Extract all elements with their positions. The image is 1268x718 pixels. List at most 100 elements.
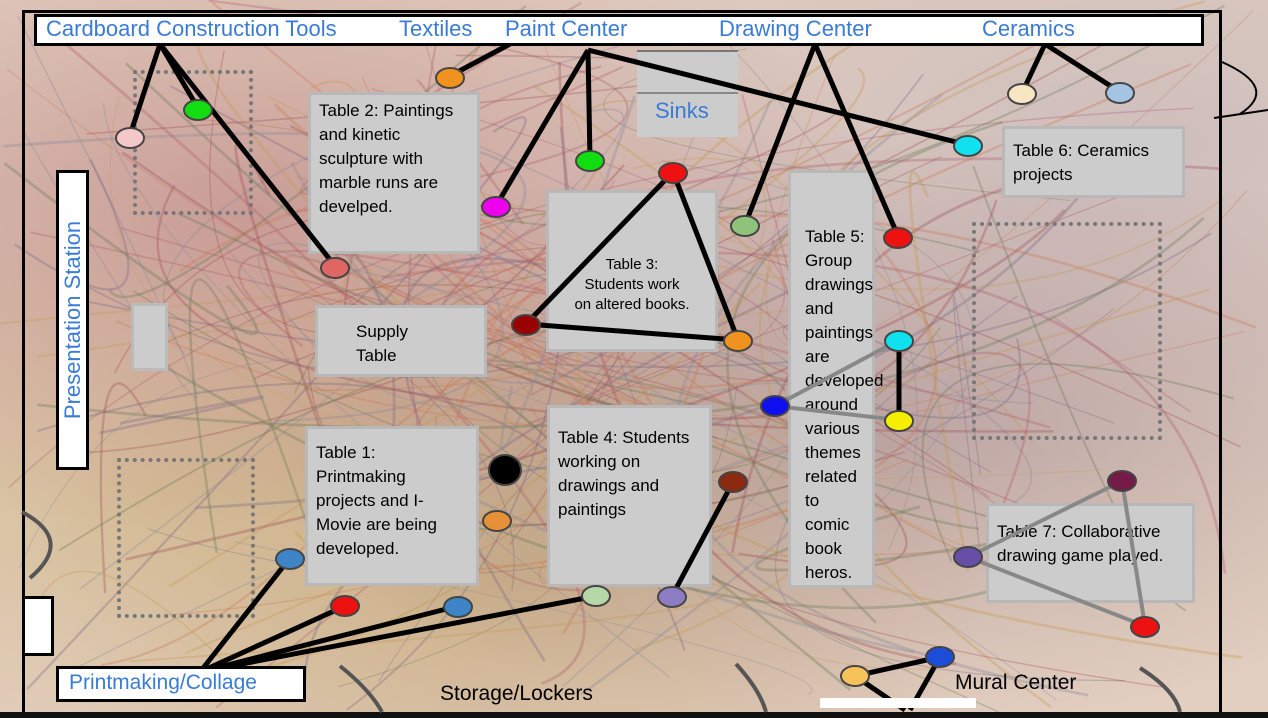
connector-line bbox=[525, 321, 739, 343]
station-marker bbox=[435, 67, 465, 89]
scribble-stroke bbox=[6, 68, 1248, 420]
door-arc bbox=[1221, 61, 1258, 115]
label-drawing: Drawing Center bbox=[719, 16, 872, 41]
station-marker bbox=[884, 330, 914, 352]
dotted-area-printmaking bbox=[117, 458, 255, 618]
station-marker bbox=[718, 471, 748, 493]
station-marker bbox=[183, 99, 213, 121]
sinks-divider bbox=[637, 92, 738, 94]
connector-line bbox=[967, 555, 1146, 628]
scribble-stroke bbox=[237, 249, 1051, 429]
station-marker bbox=[760, 395, 790, 417]
station-marker bbox=[840, 665, 870, 687]
connector-line bbox=[1043, 41, 1122, 95]
table-3-line3: on altered books. bbox=[574, 296, 690, 313]
label-storage: Storage/Lockers bbox=[440, 682, 593, 705]
station-marker bbox=[730, 215, 760, 237]
label-printmaking: Printmaking/Collage bbox=[69, 671, 257, 694]
station-marker bbox=[658, 162, 688, 184]
centers-banner bbox=[34, 14, 1204, 46]
scribble-stroke bbox=[8, 107, 1194, 488]
table-4-text: Table 4: Students working on drawings an… bbox=[558, 428, 690, 519]
connector-line bbox=[585, 49, 593, 161]
station-marker bbox=[575, 150, 605, 172]
station-marker bbox=[481, 196, 511, 218]
scribble-stroke bbox=[102, 103, 671, 678]
station-marker bbox=[488, 454, 522, 486]
label-ceramics: Ceramics bbox=[982, 16, 1075, 41]
station-marker bbox=[884, 410, 914, 432]
scribble-stroke bbox=[3, 132, 527, 311]
scribble-stroke bbox=[60, 232, 1212, 368]
table-3-title: Table 3: bbox=[605, 256, 659, 273]
station-marker bbox=[1130, 616, 1160, 638]
scribble-stroke bbox=[1051, 315, 1191, 413]
connector-line bbox=[198, 603, 347, 675]
dotted-area-right bbox=[972, 222, 1162, 440]
scribble-stroke bbox=[952, 294, 982, 559]
scribble-stroke bbox=[758, 0, 1205, 708]
scribble-stroke bbox=[188, 278, 315, 554]
connector-line bbox=[493, 48, 591, 208]
scribble-stroke bbox=[0, 282, 470, 358]
station-marker bbox=[1107, 470, 1137, 492]
scribble-stroke bbox=[37, 216, 1205, 430]
station-marker bbox=[275, 548, 305, 570]
connector-line bbox=[524, 170, 675, 326]
table-5-text: Table 5: Group drawings and paintings ar… bbox=[805, 227, 884, 582]
table-4: Table 4: Students working on drawings an… bbox=[547, 405, 712, 587]
small-gray-table bbox=[131, 303, 168, 371]
table-1-text: Table 1: Printmaking projects and I-Movi… bbox=[316, 443, 437, 558]
table-5: Table 5: Group drawings and paintings ar… bbox=[788, 170, 883, 588]
table-3-line2: Students work bbox=[584, 276, 680, 293]
connector-line bbox=[967, 479, 1123, 559]
connector-line bbox=[742, 43, 818, 226]
connector-line bbox=[199, 603, 459, 675]
scribble-stroke bbox=[30, 231, 1092, 538]
scribble-stroke bbox=[775, 295, 1125, 682]
station-marker bbox=[723, 330, 753, 352]
presentation-station: Presentation Station bbox=[56, 170, 89, 470]
connector-line bbox=[812, 43, 901, 237]
door-arcs bbox=[21, 61, 1268, 713]
connector-line bbox=[669, 480, 736, 598]
scribble-stroke bbox=[17, 16, 198, 399]
gray-connectors bbox=[774, 338, 1147, 628]
scribble-stroke bbox=[586, 99, 1034, 442]
scribble-stroke bbox=[423, 270, 999, 713]
table-7: Table 7: Collaborative drawing game play… bbox=[986, 503, 1195, 603]
table-7-text: Table 7: Collaborative drawing game play… bbox=[997, 522, 1164, 565]
connector-line bbox=[774, 338, 900, 408]
door-line bbox=[1213, 109, 1268, 119]
station-marker bbox=[1105, 82, 1135, 104]
scribble-stroke bbox=[782, 324, 1115, 473]
scribble-stroke bbox=[79, 13, 1159, 454]
scribble-stroke bbox=[99, 395, 265, 435]
supply-table-label: Supply Table bbox=[356, 322, 408, 365]
station-marker bbox=[657, 586, 687, 608]
left-door-block bbox=[22, 596, 54, 656]
scribble-stroke bbox=[99, 382, 147, 594]
station-marker bbox=[115, 127, 145, 149]
station-marker bbox=[953, 135, 983, 157]
scribble-stroke bbox=[661, 159, 975, 520]
mural-strip bbox=[820, 698, 976, 708]
label-paint: Paint Center bbox=[505, 16, 628, 41]
table-1: Table 1: Printmaking projects and I-Movi… bbox=[305, 426, 479, 586]
room-walls bbox=[22, 10, 1222, 714]
table-6-text: Table 6: Ceramics projects bbox=[1013, 141, 1150, 184]
door-arc bbox=[338, 664, 384, 713]
connector-line bbox=[199, 593, 597, 675]
station-marker bbox=[511, 314, 541, 336]
station-markers bbox=[115, 67, 1160, 687]
station-marker bbox=[581, 585, 611, 607]
connector-line bbox=[670, 171, 741, 341]
table-2: Table 2: Paintings and kinetic sculpture… bbox=[308, 92, 480, 254]
station-marker bbox=[953, 546, 983, 568]
door-arc bbox=[21, 510, 53, 580]
door-arc bbox=[1138, 666, 1182, 713]
connector-line bbox=[774, 404, 900, 422]
station-marker bbox=[330, 595, 360, 617]
